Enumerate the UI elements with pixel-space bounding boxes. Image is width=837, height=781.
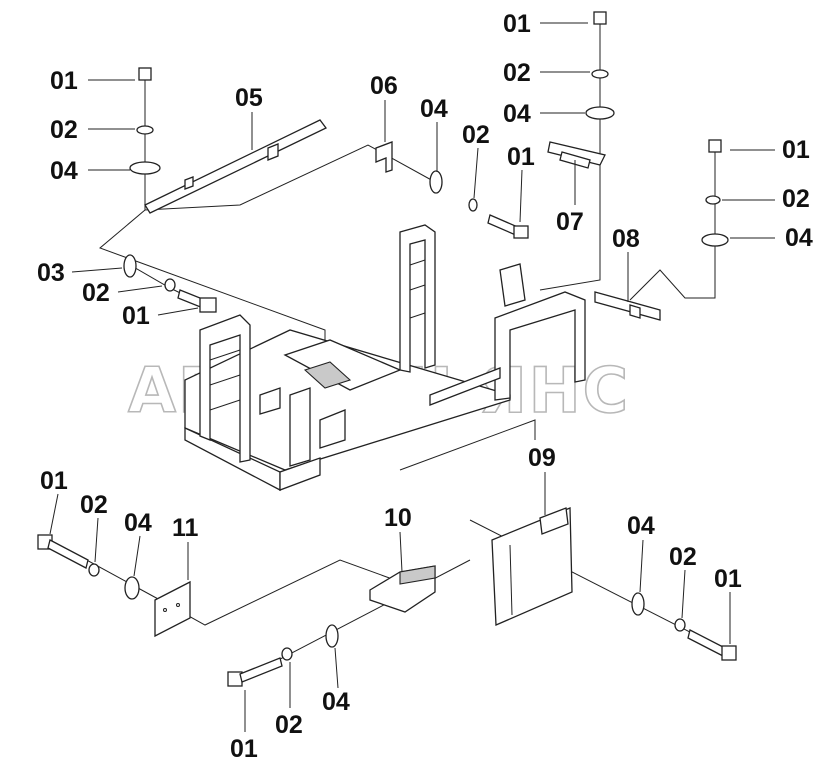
fasteners	[37, 11, 737, 687]
callout-label: 01	[782, 136, 810, 164]
part-06-bracket	[375, 141, 393, 173]
callout-label: 11	[172, 514, 199, 542]
part-09-cover	[491, 507, 573, 626]
callout-labels: 01 02 04 01 02 04 05 06 04 02 01 07 01 0…	[37, 10, 813, 763]
callout-label: 09	[528, 444, 556, 472]
callout-label: 04	[420, 95, 448, 123]
leader-lines	[49, 22, 775, 732]
callout-label: 02	[82, 279, 110, 307]
callout-label: 04	[785, 224, 813, 252]
callout-label: 04	[627, 512, 655, 540]
callout-label: 01	[714, 565, 742, 593]
rear-ladder-frame	[399, 224, 436, 373]
callout-label: 02	[669, 543, 697, 571]
callout-label: 04	[322, 688, 350, 716]
callout-label: 05	[235, 84, 263, 112]
callout-label: 02	[50, 116, 78, 144]
callout-label: 03	[37, 259, 65, 287]
callout-label: 06	[370, 72, 398, 100]
part-05-rail	[144, 119, 327, 214]
right-ladder-frame	[494, 291, 586, 401]
callout-label: 02	[462, 121, 490, 149]
callout-label: 02	[782, 185, 810, 213]
callout-label: 01	[40, 467, 68, 495]
callout-label: 01	[122, 302, 150, 330]
callout-label: 02	[275, 711, 303, 739]
part-08-bracket	[594, 291, 661, 321]
part-11-panel	[154, 580, 191, 638]
callout-label: 01	[503, 10, 531, 38]
callout-label: 01	[230, 735, 258, 763]
callout-label: 07	[556, 208, 584, 236]
callout-label: 01	[507, 143, 535, 171]
callout-label: 04	[503, 100, 531, 128]
callout-label: 02	[503, 59, 531, 87]
callout-label: 01	[50, 67, 78, 95]
callout-label: 04	[50, 157, 78, 185]
part-07-bracket	[547, 141, 606, 169]
upright-post	[499, 263, 526, 307]
callout-label: 04	[124, 509, 152, 537]
part-10-bracket	[369, 565, 436, 613]
left-ladder-frame	[199, 314, 251, 463]
inner-post	[289, 387, 311, 467]
callout-label: 02	[80, 491, 108, 519]
callout-label: 10	[384, 504, 412, 532]
base-frame	[184, 224, 586, 492]
callout-label: 08	[612, 225, 640, 253]
